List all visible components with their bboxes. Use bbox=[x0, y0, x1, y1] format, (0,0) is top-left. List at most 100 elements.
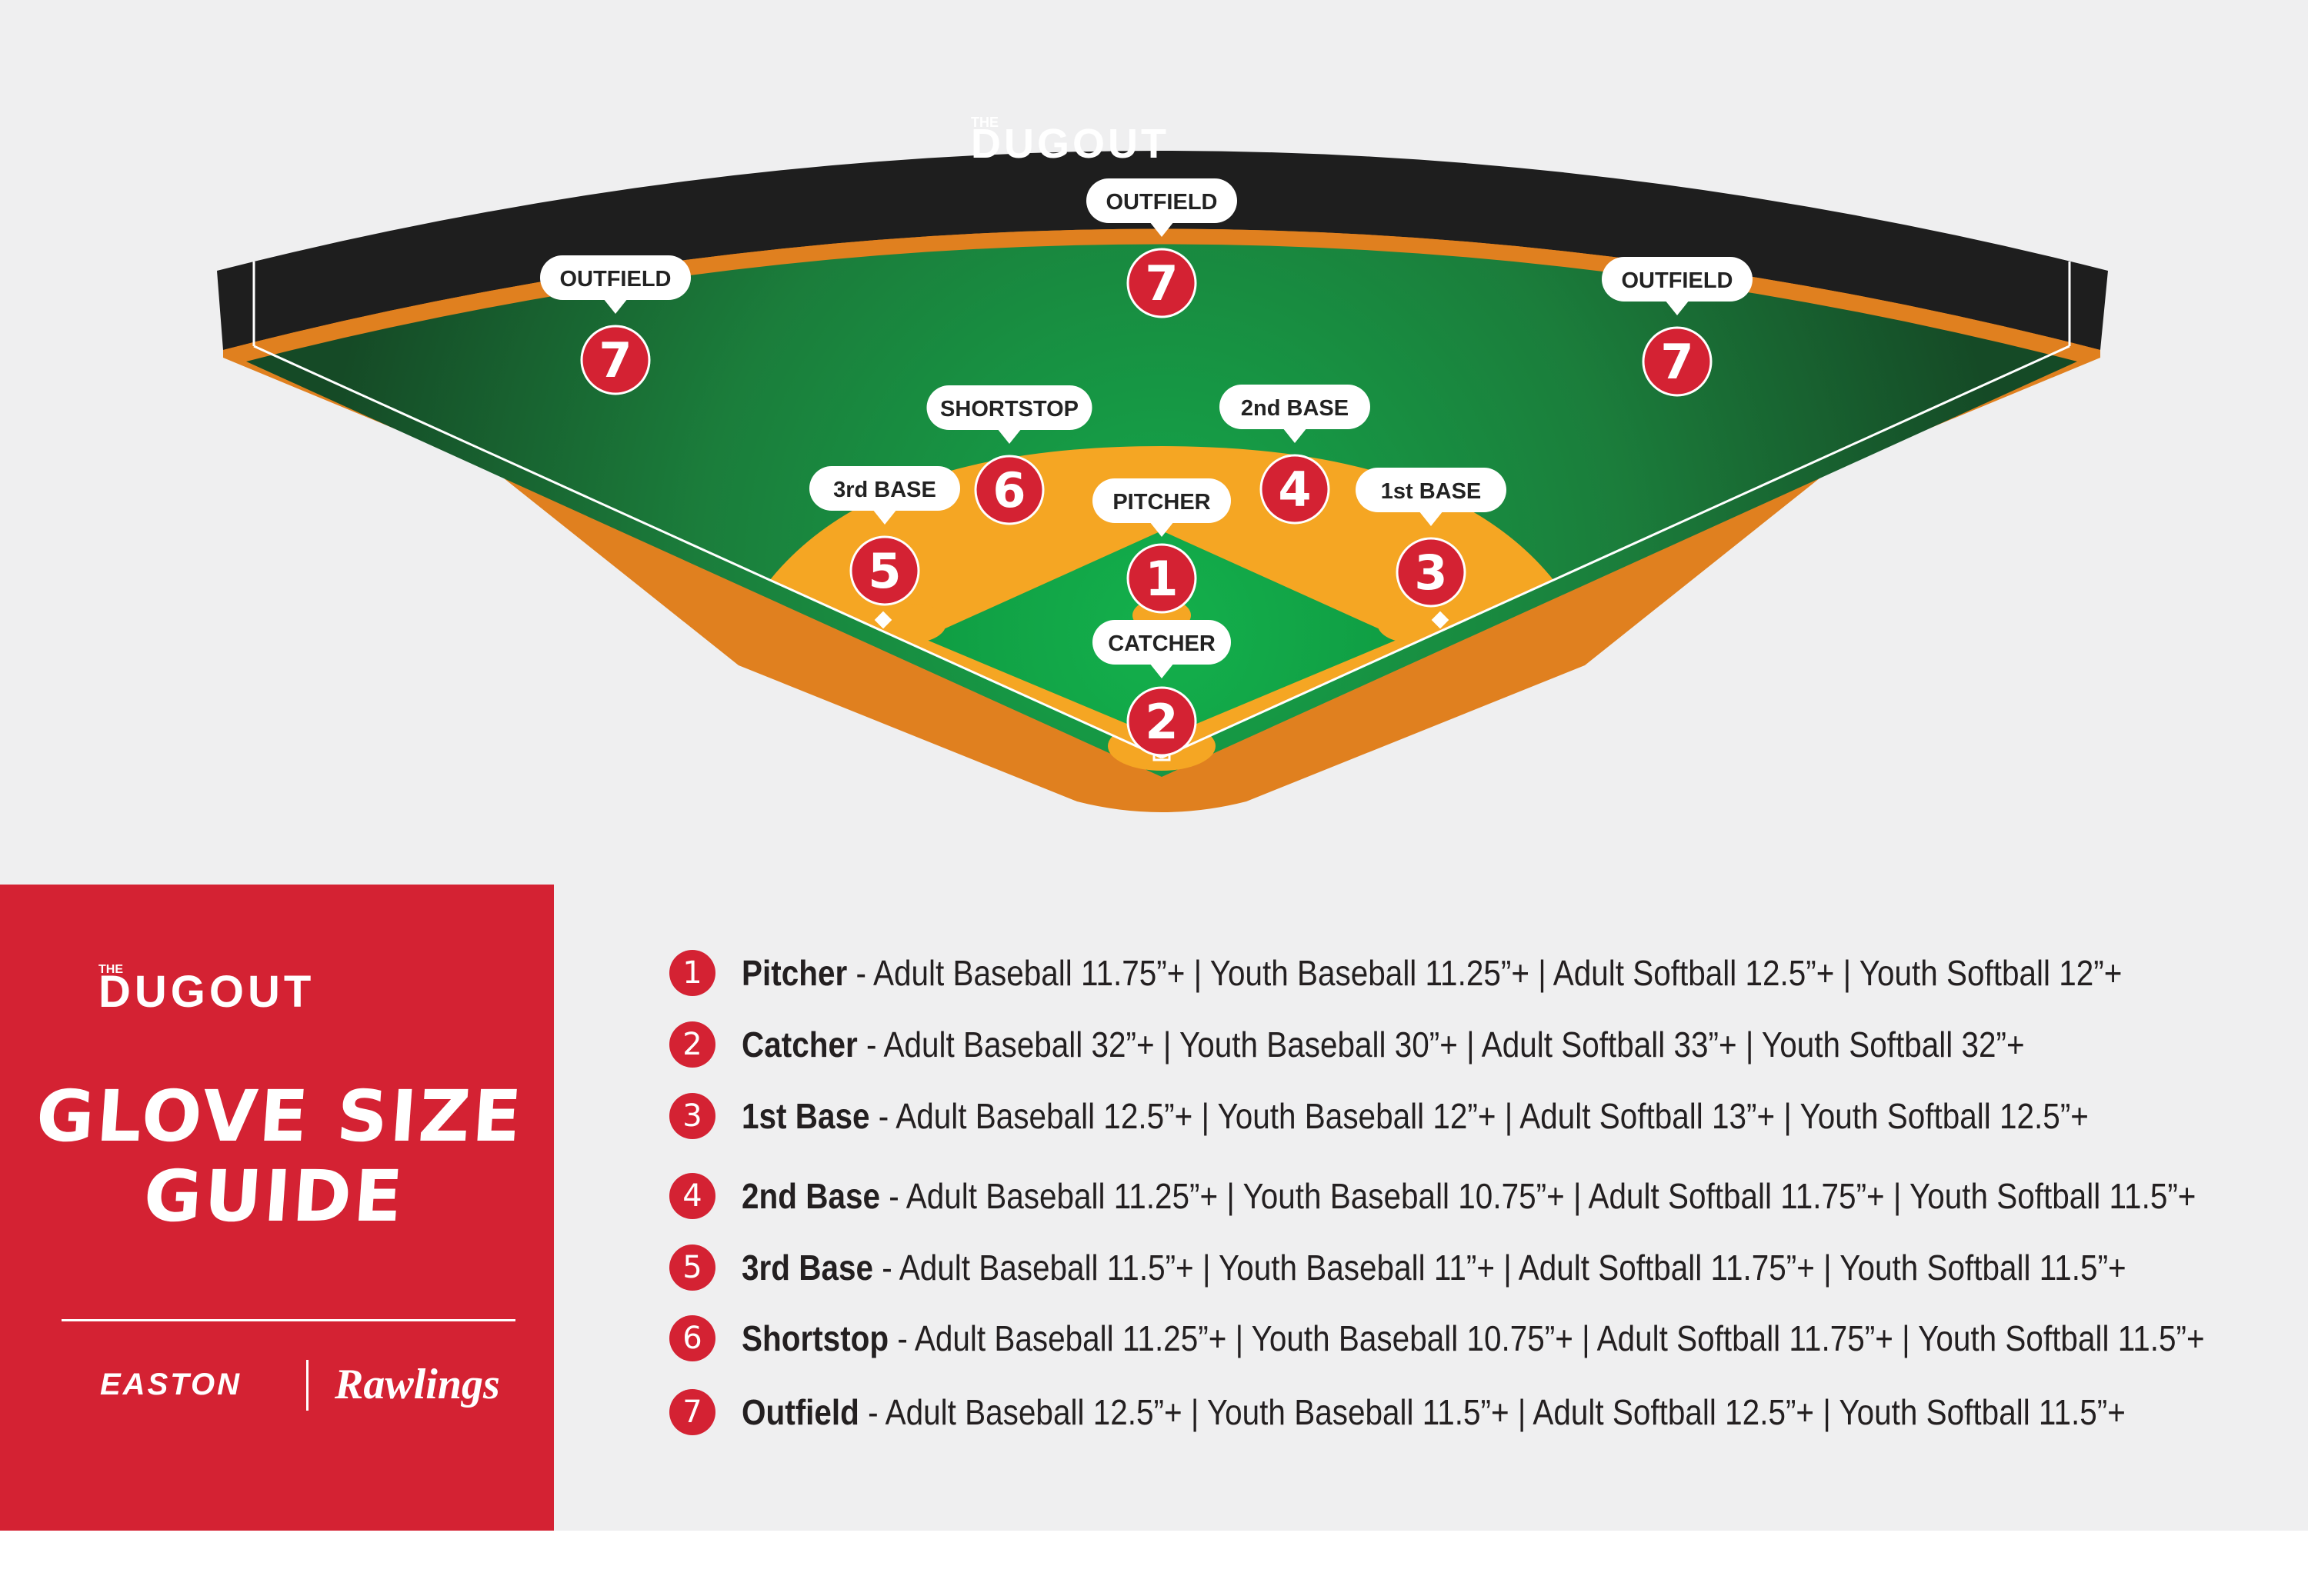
baseball-field-diagram: THE DUGOUT OUTFIELD7OUTFIELD7OUTFIELD7SH… bbox=[217, 115, 2108, 812]
position-pin: 2nd BASE 4 bbox=[1219, 385, 1370, 525]
sidebar-panel: THE DUGOUT GLOVE SIZE GUIDE EASTON Rawli… bbox=[0, 885, 554, 1531]
position-label-bubble bbox=[1602, 257, 1753, 302]
legend-row: 6 Shortstop - Adult Baseball 11.25”+ | Y… bbox=[669, 1308, 2285, 1369]
logo-main-text: DUGOUT bbox=[971, 121, 1169, 167]
legend-position: Shortstop bbox=[742, 1318, 889, 1358]
page-title: GLOVE SIZE GUIDE bbox=[0, 1075, 559, 1238]
legend-number-badge: 2 bbox=[669, 1021, 715, 1068]
position-label: 3rd BASE bbox=[833, 478, 936, 502]
position-pin: SHORTSTOP 6 bbox=[926, 385, 1092, 525]
position-label-pointer bbox=[1149, 222, 1174, 237]
position-label: CATCHER bbox=[1108, 631, 1216, 656]
position-label: PITCHER bbox=[1112, 490, 1210, 515]
position-pin: PITCHER 1 bbox=[1092, 478, 1231, 614]
legend-text: Outfield - Adult Baseball 12.5”+ | Youth… bbox=[742, 1391, 2126, 1433]
position-label-bubble bbox=[1356, 468, 1506, 512]
position-number-badge bbox=[1396, 537, 1466, 608]
legend-row: 1 Pitcher - Adult Baseball 11.75”+ | You… bbox=[669, 942, 2285, 1004]
position-number: 5 bbox=[868, 543, 901, 599]
legend-text: Pitcher - Adult Baseball 11.75”+ | Youth… bbox=[742, 952, 2122, 994]
legend-position: Catcher bbox=[742, 1025, 858, 1065]
legend-position: Outfield bbox=[742, 1392, 859, 1432]
position-label: OUTFIELD bbox=[1622, 268, 1733, 293]
position-number: 1 bbox=[1145, 551, 1178, 607]
dugout-logo: THE DUGOUT bbox=[971, 115, 1169, 167]
legend-row: 2 Catcher - Adult Baseball 32”+ | Youth … bbox=[669, 1014, 2285, 1075]
legend-text: 3rd Base - Adult Baseball 11.5”+ | Youth… bbox=[742, 1247, 2126, 1288]
legend-sizes: - Adult Baseball 11.25”+ | Youth Basebal… bbox=[889, 1318, 2205, 1358]
third-base-foul-line bbox=[253, 345, 1162, 759]
outfield-wall bbox=[217, 151, 2108, 350]
logo-small-text: THE bbox=[971, 115, 999, 130]
legend-number-badge: 7 bbox=[669, 1389, 715, 1435]
position-label-pointer bbox=[1149, 521, 1174, 537]
legend-row: 3 1st Base - Adult Baseball 12.5”+ | You… bbox=[669, 1085, 2285, 1147]
legend-text: Catcher - Adult Baseball 32”+ | Youth Ba… bbox=[742, 1024, 2025, 1065]
legend-position: 2nd Base bbox=[742, 1176, 880, 1216]
legend-row: 7 Outfield - Adult Baseball 12.5”+ | You… bbox=[669, 1381, 2285, 1443]
legend-number-badge: 5 bbox=[669, 1244, 715, 1291]
title-line-2: GUIDE bbox=[141, 1155, 408, 1238]
easton-logo: EASTON bbox=[100, 1368, 242, 1401]
legend-position: 3rd Base bbox=[742, 1248, 874, 1288]
position-label: 1st BASE bbox=[1381, 479, 1482, 504]
legend-position: 1st Base bbox=[742, 1096, 870, 1136]
position-label-bubble bbox=[540, 255, 691, 300]
position-label: OUTFIELD bbox=[1106, 190, 1218, 215]
sidebar-logo-small: THE bbox=[98, 963, 123, 976]
position-label-pointer bbox=[997, 428, 1022, 444]
position-label-pointer bbox=[1665, 300, 1689, 315]
legend-text: Shortstop - Adult Baseball 11.25”+ | You… bbox=[742, 1318, 2205, 1359]
rawlings-logo: Rawlings bbox=[335, 1361, 500, 1408]
legend-sizes: - Adult Baseball 11.75”+ | Youth Basebal… bbox=[847, 953, 2123, 993]
position-label-bubble bbox=[1092, 478, 1231, 523]
first-base bbox=[1431, 611, 1449, 629]
position-label-bubble bbox=[809, 466, 960, 511]
position-label-bubble bbox=[1086, 178, 1237, 223]
legend-text: 1st Base - Adult Baseball 12.5”+ | Youth… bbox=[742, 1095, 2089, 1137]
legend-number-badge: 3 bbox=[669, 1093, 715, 1139]
position-pin: CATCHER 2 bbox=[1092, 620, 1231, 757]
position-number: 7 bbox=[599, 332, 632, 388]
legend-text: 2nd Base - Adult Baseball 11.25”+ | Yout… bbox=[742, 1175, 2196, 1217]
position-label: 2nd BASE bbox=[1241, 396, 1349, 421]
position-number-badge bbox=[974, 455, 1045, 525]
legend-sizes: - Adult Baseball 32”+ | Youth Baseball 3… bbox=[857, 1025, 2025, 1065]
position-label-bubble bbox=[926, 385, 1092, 430]
position-number: 2 bbox=[1145, 694, 1178, 750]
position-label-pointer bbox=[1419, 511, 1443, 526]
position-pin: OUTFIELD 7 bbox=[1086, 178, 1237, 318]
position-pin: 3rd BASE 5 bbox=[809, 466, 960, 606]
third-base-cutout bbox=[885, 604, 946, 642]
position-pins: OUTFIELD7OUTFIELD7OUTFIELD7SHORTSTOP62nd… bbox=[540, 178, 1753, 757]
sidebar-logo-main: DUGOUT bbox=[98, 967, 315, 1017]
legend-sizes: - Adult Baseball 11.5”+ | Youth Baseball… bbox=[873, 1248, 2126, 1288]
position-label: OUTFIELD bbox=[560, 267, 672, 292]
position-label-pointer bbox=[603, 298, 628, 314]
first-base-cutout bbox=[1377, 604, 1439, 642]
sidebar-dugout-logo: THE DUGOUT bbox=[98, 963, 315, 1017]
position-label: SHORTSTOP bbox=[940, 397, 1079, 421]
position-label-bubble bbox=[1092, 620, 1231, 665]
position-pin: OUTFIELD 7 bbox=[540, 255, 691, 395]
position-number-badge bbox=[1126, 543, 1197, 614]
position-label-pointer bbox=[872, 509, 897, 525]
legend-sizes: - Adult Baseball 12.5”+ | Youth Baseball… bbox=[859, 1392, 2126, 1432]
title-line-1: GLOVE SIZE bbox=[33, 1075, 526, 1158]
position-number-badge bbox=[1642, 326, 1713, 397]
position-number-badge bbox=[1259, 454, 1330, 525]
position-number: 4 bbox=[1278, 461, 1311, 518]
legend-number-badge: 6 bbox=[669, 1315, 715, 1361]
position-number-badge bbox=[849, 535, 920, 606]
position-number: 7 bbox=[1145, 255, 1178, 312]
brand-separator bbox=[306, 1360, 309, 1411]
position-number: 3 bbox=[1414, 545, 1447, 601]
position-number-badge bbox=[1126, 686, 1197, 757]
position-number: 6 bbox=[992, 462, 1026, 518]
legend-number-badge: 4 bbox=[669, 1173, 715, 1219]
position-label-bubble bbox=[1219, 385, 1370, 429]
brand-logos: EASTON Rawlings bbox=[85, 1354, 515, 1423]
third-base bbox=[874, 611, 892, 629]
